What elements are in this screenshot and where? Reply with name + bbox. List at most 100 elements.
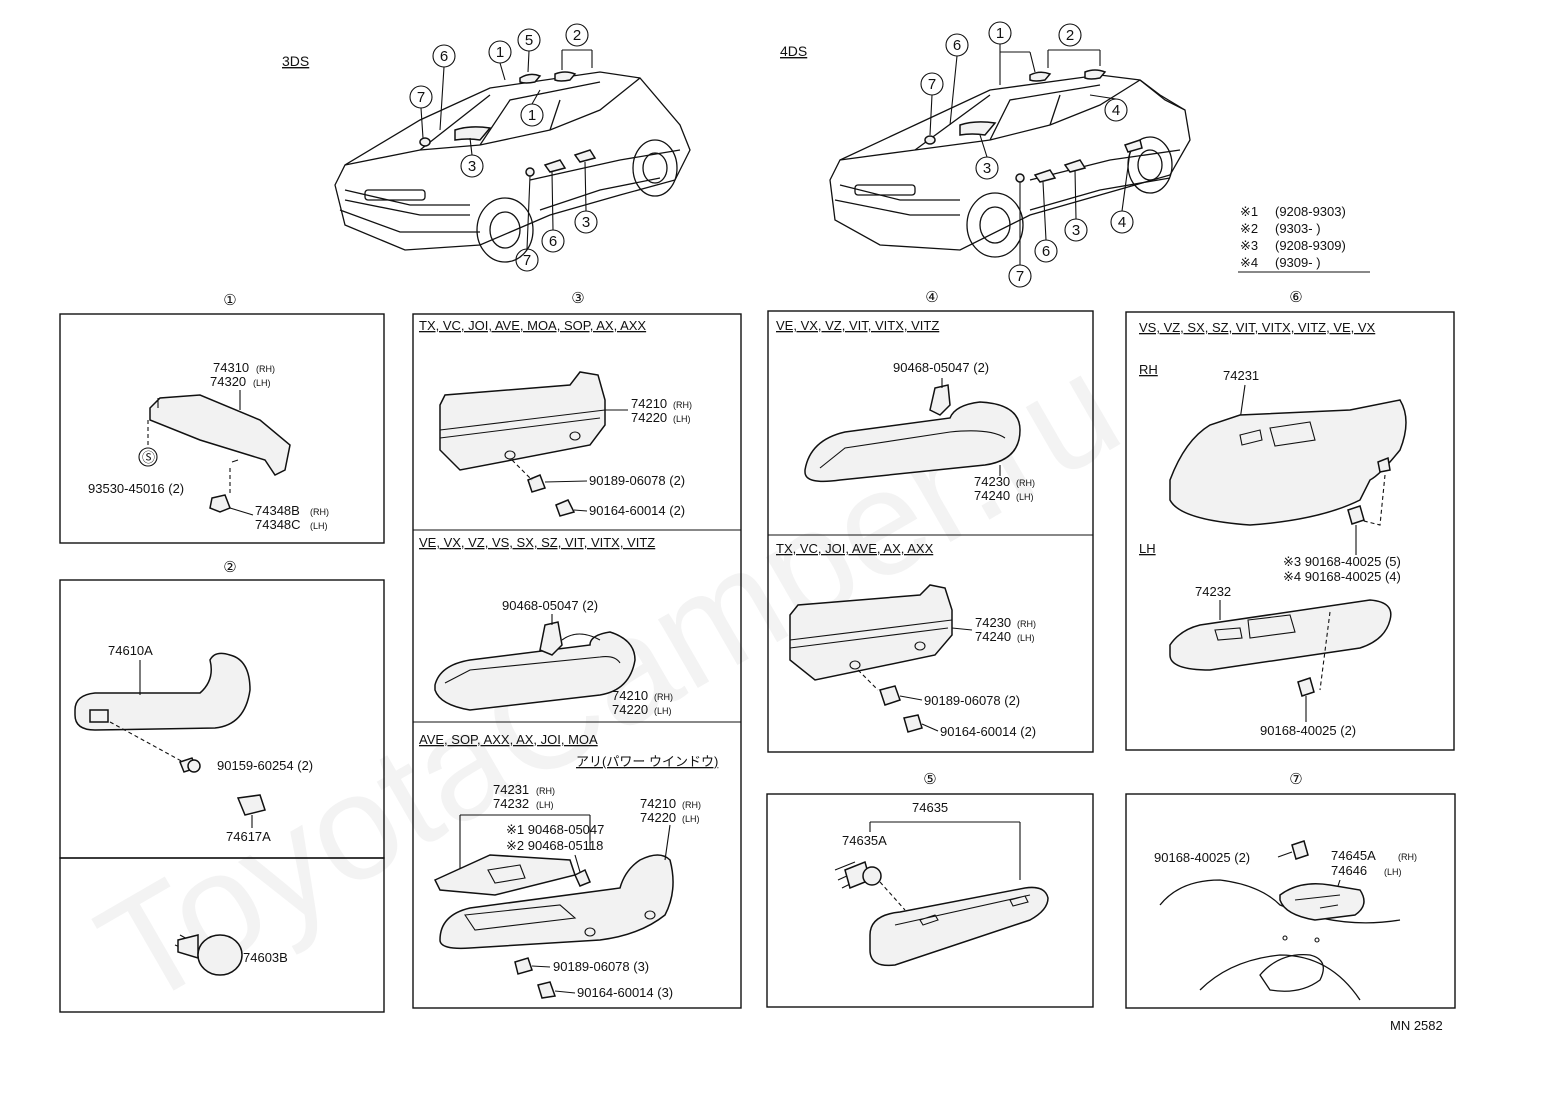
p3c-part-74231-side: (RH) [536,786,555,796]
callout-6c: 6 [953,37,961,54]
panel-2-number: ② [223,559,236,576]
callout-7d: 7 [1016,268,1024,285]
p3-section-a-header: TX, VC, JOI, AVE, MOA, SOP, AX, AXX [419,318,646,333]
car-3ds: 3DS [282,53,691,263]
p3c-part-74220-side: (LH) [682,814,700,824]
p4a-part-90468: 90468-05047 (2) [893,360,989,375]
p7-part-74645A: 74645A [1331,848,1376,863]
p4b-part-74230: 74230 [975,615,1011,630]
p3c-part-74210-side: (RH) [682,800,701,810]
p6-part-74232: 74232 [1195,584,1231,599]
p4b-part-90164: 90164-60014 (2) [940,724,1036,739]
p3a-part-74220: 74220 [631,410,667,425]
panel-6: ⑥ VS, VZ, SX, SZ, VIT, VITX, VITZ, VE, V… [1125,289,1455,751]
callout-2c: 2 [1066,27,1074,44]
callout-3c: 3 [983,160,991,177]
p5-part-74635A: 74635A [842,833,887,848]
p3b-part-74220-side: (LH) [654,706,672,716]
callout-3: 3 [468,158,476,175]
panel-6-number: ⑥ [1289,289,1302,306]
p3a-part-74210: 74210 [631,396,667,411]
view-label-3ds: 3DS [282,53,309,69]
p3-section-c-header: AVE, SOP, AXX, AX, JOI, MOA [419,732,598,747]
callout-3b: 3 [582,214,590,231]
legend-range-2: (9303- ) [1275,221,1321,236]
callout-1: 1 [496,44,504,61]
p3c-part-74231: 74231 [493,782,529,797]
callout-4: 4 [1112,102,1120,119]
legend-mark-4: ※4 [1240,255,1258,270]
p3a-part-90189: 90189-06078 (2) [589,473,685,488]
p4-section-b-header: TX, VC, JOI, AVE, AX, AXX [776,541,934,556]
p2-part-74617A: 74617A [226,829,271,844]
callout-7c: 7 [928,76,936,93]
date-legend: ※1 (9208-9303) ※2 (9303- ) ※3 (9208-9309… [1238,204,1370,273]
p4b-part-74230-side: (RH) [1017,619,1036,629]
footer-code: MN 2582 [1390,1018,1443,1033]
p4a-part-74230-side: (RH) [1016,478,1035,488]
panel-7-number: ⑦ [1289,771,1302,788]
panel-7: ⑦ 90168-40025 (2) 74645A (RH) 74646 (LH) [1125,771,1456,1009]
p3c-part-74232: 74232 [493,796,529,811]
p2-part-74603B: 74603B [243,950,288,965]
p3c-part-90468-05118: ※2 90468-05118 [506,838,603,853]
panel-5: ⑤ 74635 74635A [766,771,1094,1008]
callout-2: 2 [573,27,581,44]
p4-section-a-header: VE, VX, VZ, VIT, VITX, VITZ [776,318,939,333]
callout-5: 5 [525,32,533,49]
p3c-part-74220: 74220 [640,810,676,825]
p6-part-74231: 74231 [1223,368,1259,383]
p2-part-90159: 90159-60254 (2) [217,758,313,773]
p6-part-90168-rh-3: ※3 90168-40025 (5) [1283,554,1401,569]
callout-7b: 7 [523,252,531,269]
p3c-part-90468-05047: ※1 90468-05047 [506,822,604,837]
p4a-part-74240-side: (LH) [1016,492,1034,502]
panel-1: ① 74310 (RH) 74320 (LH) Ⓢ 93530-45016 (2… [59,292,385,544]
p4b-part-74240: 74240 [975,629,1011,644]
p6-header: VS, VZ, SX, SZ, VIT, VITX, VITZ, VE, VX [1139,320,1376,335]
p1-clip-symbol: Ⓢ [142,450,155,465]
panel-5-number: ⑤ [923,771,936,788]
p1-part-74320-side: (LH) [253,378,271,388]
callout-1c: 1 [996,25,1004,42]
p1-part-74348C-side: (LH) [310,521,328,531]
callout-3d: 3 [1072,222,1080,239]
p1-part-74310: 74310 [213,360,249,375]
p3a-part-74210-side: (RH) [673,400,692,410]
p3b-part-74210: 74210 [612,688,648,703]
p3-section-c-subheader: アリ(パワー ウインドウ) [576,754,718,769]
p5-part-74635: 74635 [912,800,948,815]
callout-6: 6 [440,48,448,65]
p3c-part-90164: 90164-60014 (3) [577,985,673,1000]
p1-part-74348C: 74348C [255,517,301,532]
p3b-part-74220: 74220 [612,702,648,717]
p3c-part-90189: 90189-06078 (3) [553,959,649,974]
p3a-part-90164: 90164-60014 (2) [589,503,685,518]
p4b-part-74240-side: (LH) [1017,633,1035,643]
car-4ds: 4DS [780,43,1191,258]
panel-1-number: ① [223,292,236,309]
p1-part-74320: 74320 [210,374,246,389]
panel-2: ② 74610A 90159-60254 (2) 74617A 74603B [59,559,385,1013]
legend-range-1: (9208-9303) [1275,204,1346,219]
p7-part-74645A-side: (RH) [1398,852,1417,862]
p7-part-90168: 90168-40025 (2) [1154,850,1250,865]
p6-rh-label: RH [1139,362,1158,377]
p3-section-b-header: VE, VX, VZ, VS, SX, SZ, VIT, VITX, VITZ [419,535,655,550]
callouts-4ds: 6 7 1 2 4 3 3 4 6 7 [920,21,1134,288]
callout-6d: 6 [1042,243,1050,260]
legend-mark-2: ※2 [1240,221,1258,236]
callout-4b: 4 [1118,214,1126,231]
p7-part-74646-side: (LH) [1384,867,1402,877]
panel-3: ③ TX, VC, JOI, AVE, MOA, SOP, AX, AXX 74… [412,290,742,1009]
p4a-part-74240: 74240 [974,488,1010,503]
p6-lh-label: LH [1139,541,1156,556]
panel-4-number: ④ [925,289,938,306]
p4b-part-90189: 90189-06078 (2) [924,693,1020,708]
callout-6b: 6 [549,233,557,250]
callouts-3ds: 6 7 1 5 2 1 3 3 6 7 [409,23,598,272]
p2-part-74610A: 74610A [108,643,153,658]
p3c-part-74210: 74210 [640,796,676,811]
callout-7: 7 [417,89,425,106]
